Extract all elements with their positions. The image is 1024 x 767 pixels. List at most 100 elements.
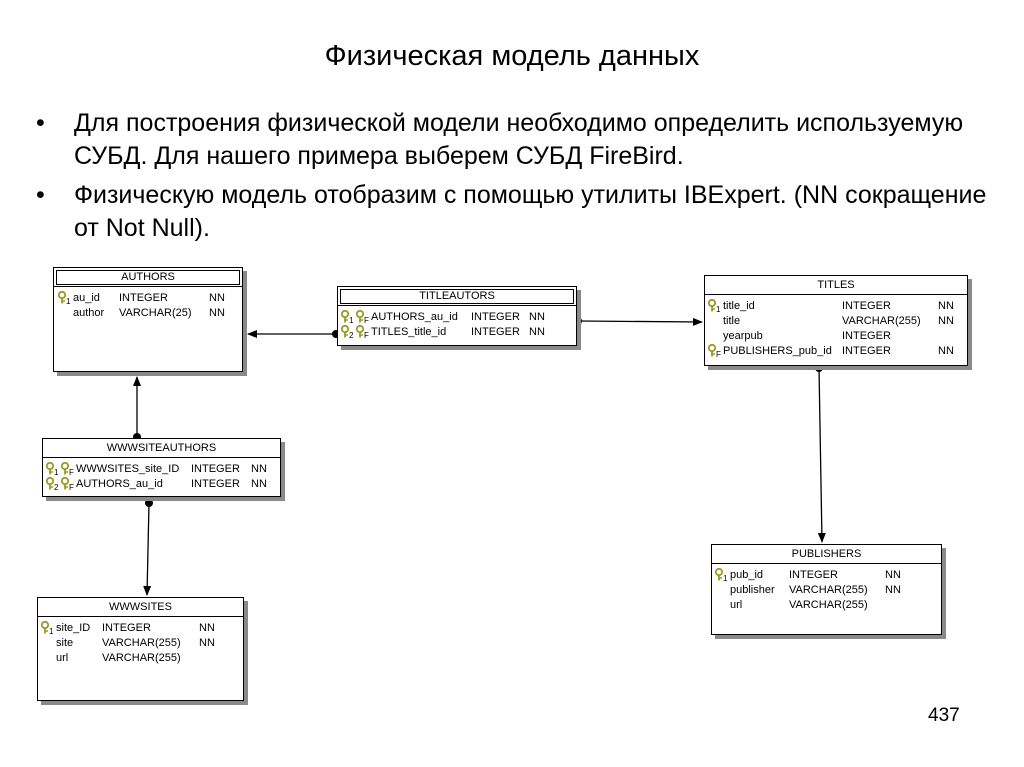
foreign-key-flag: F — [716, 350, 721, 359]
column-type: INTEGER — [789, 569, 838, 581]
column-type: INTEGER — [119, 292, 168, 304]
table-row: 1 au_id INTEGER NN — [54, 291, 242, 306]
foreign-key-flag: F — [364, 331, 369, 340]
primary-key-icon — [40, 621, 56, 634]
column-type: INTEGER — [191, 478, 240, 490]
foreign-key-flag: F — [364, 316, 369, 325]
primary-key-icon — [714, 568, 730, 581]
column-name: AUTHORS_au_id — [371, 311, 458, 323]
column-nn: NN — [885, 569, 901, 581]
column-name: PUBLISHERS_pub_id — [723, 345, 832, 357]
primary-key-icon — [340, 310, 356, 323]
column-type: INTEGER — [471, 311, 520, 323]
column-name: au_id — [73, 292, 100, 304]
column-type: VARCHAR(255) — [789, 584, 868, 596]
table-row: 2 F AUTHORS_au_id INTEGER NN — [43, 477, 280, 492]
relationship-titleautors-titles — [574, 317, 703, 326]
column-nn: NN — [251, 478, 267, 490]
key-order: 1 — [723, 574, 728, 583]
table-titleautors[interactable]: TITLEAUTORS 1 F AUTHORS_au_id INTEGER NN… — [337, 286, 577, 346]
column-nn: NN — [209, 307, 225, 319]
column-type: VARCHAR(255) — [102, 637, 181, 649]
column-type: VARCHAR(255) — [842, 315, 921, 327]
column-nn: NN — [938, 315, 954, 327]
table-row: url VARCHAR(255) — [712, 598, 941, 613]
bullet-text: Физическую модель отобразим с помощью ут… — [74, 181, 987, 242]
column-name: yearpub — [723, 330, 763, 342]
primary-key-icon — [340, 325, 356, 338]
column-name: title_id — [723, 300, 755, 312]
table-header: TITLEAUTORS — [338, 287, 576, 306]
column-type: INTEGER — [842, 330, 891, 342]
table-row: 1 F AUTHORS_au_id INTEGER NN — [338, 310, 576, 325]
column-name: AUTHORS_au_id — [76, 478, 163, 490]
bullet-item: • Для построения физической модели необх… — [36, 107, 996, 173]
table-titles[interactable]: TITLES 1 title_id INTEGER NN title VARCH… — [704, 275, 968, 366]
table-header: WWWSITES — [38, 598, 243, 617]
table-row: 1 site_ID INTEGER NN — [38, 621, 243, 636]
column-name: author — [73, 307, 105, 319]
foreign-key-icon — [355, 310, 371, 323]
column-nn: NN — [199, 637, 215, 649]
slide-title: Физическая модель данных — [324, 40, 700, 72]
table-row: 2 F TITLES_title_id INTEGER NN — [338, 325, 576, 340]
relationship-titles-publishers — [815, 364, 826, 543]
key-order: 1 — [54, 468, 59, 477]
table-authors[interactable]: AUTHORS 1 au_id INTEGER NN author VARCHA… — [53, 267, 243, 372]
column-type: VARCHAR(255) — [102, 652, 181, 664]
key-order: 2 — [54, 483, 59, 492]
column-type: VARCHAR(25) — [119, 307, 192, 319]
column-nn: NN — [529, 311, 545, 323]
key-order: 2 — [349, 331, 354, 340]
column-nn: NN — [209, 292, 225, 304]
column-name: site — [56, 637, 74, 649]
primary-key-icon — [707, 299, 723, 312]
table-header: WWWSITEAUTHORS — [43, 439, 280, 458]
table-row: yearpub INTEGER — [705, 329, 967, 344]
column-name: TITLES_title_id — [371, 326, 447, 338]
column-nn: NN — [938, 345, 954, 357]
column-nn: NN — [529, 326, 545, 338]
column-nn: NN — [251, 463, 267, 475]
bullet-marker: • — [36, 181, 45, 209]
column-nn: NN — [885, 584, 901, 596]
column-type: INTEGER — [191, 463, 240, 475]
table-header: AUTHORS — [54, 268, 242, 287]
table-header: PUBLISHERS — [712, 545, 941, 564]
table-header: TITLES — [705, 276, 967, 295]
primary-key-icon — [45, 477, 61, 490]
bullet-list: • Для построения физической модели необх… — [36, 107, 996, 251]
column-type: INTEGER — [842, 300, 891, 312]
column-name: publisher — [730, 584, 775, 596]
table-publishers[interactable]: PUBLISHERS 1 pub_id INTEGER NN publisher… — [711, 544, 942, 635]
primary-key-icon — [45, 462, 61, 475]
column-name: url — [56, 652, 69, 664]
foreign-key-icon — [707, 344, 723, 357]
table-row: 1 pub_id INTEGER NN — [712, 568, 941, 583]
column-name: url — [730, 599, 743, 611]
table-row: publisher VARCHAR(255) NN — [712, 583, 941, 598]
relationship-wwwsiteauthors-authors — [133, 376, 141, 441]
column-type: INTEGER — [102, 622, 151, 634]
foreign-key-icon — [60, 462, 76, 475]
column-type: INTEGER — [842, 345, 891, 357]
table-row: url VARCHAR(255) — [38, 651, 243, 666]
column-nn: NN — [199, 622, 215, 634]
table-wwwsites[interactable]: WWWSITES 1 site_ID INTEGER NN site VARCH… — [37, 597, 244, 701]
table-wwwsiteauthors[interactable]: WWWSITEAUTHORS 1 F WWWSITES_site_ID INTE… — [42, 438, 281, 497]
key-order: 1 — [49, 627, 54, 636]
primary-key-icon — [57, 291, 73, 304]
foreign-key-icon — [355, 325, 371, 338]
column-type: VARCHAR(255) — [789, 599, 868, 611]
table-row: site VARCHAR(255) NN — [38, 636, 243, 651]
relationship-titleautors-authors — [247, 330, 340, 338]
key-order: 1 — [349, 316, 354, 325]
key-order: 1 — [716, 305, 721, 314]
table-row: author VARCHAR(25) NN — [54, 306, 242, 321]
relationship-wwwsiteauthors-wwwsites — [143, 499, 153, 596]
key-order: 1 — [66, 297, 71, 306]
page-number: 437 — [928, 705, 960, 726]
column-name: WWWSITES_site_ID — [76, 463, 180, 475]
column-name: pub_id — [730, 569, 764, 581]
table-row: F PUBLISHERS_pub_id INTEGER NN — [705, 344, 967, 359]
